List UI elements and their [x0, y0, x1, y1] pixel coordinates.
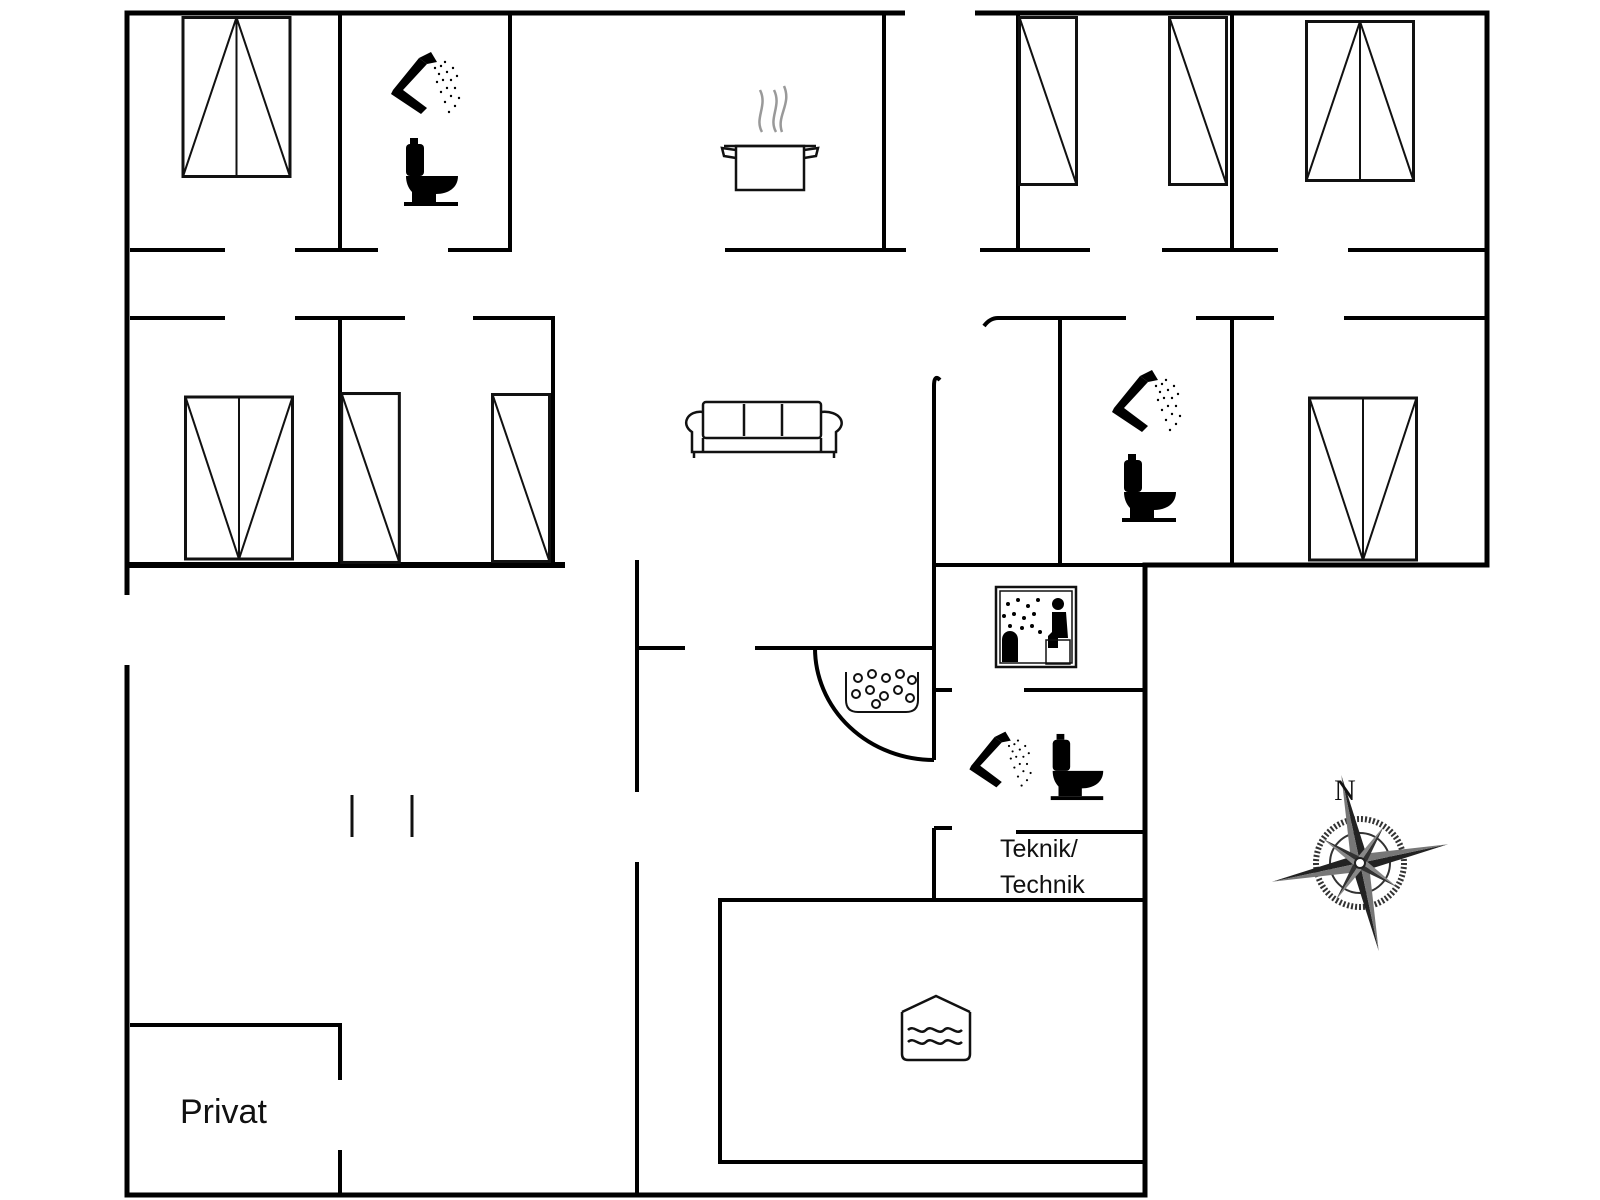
technical-room-label-2: Technik	[1000, 871, 1085, 899]
shower-icon	[1112, 370, 1182, 432]
shower-icon	[969, 731, 1032, 788]
whirlpool-icon	[845, 669, 919, 713]
exterior-walls	[124, 10, 1490, 1198]
shower-icon	[391, 52, 461, 114]
indoor-pool-icon	[900, 994, 972, 1062]
sofa-icon	[685, 400, 843, 458]
compass-north-label: N	[1334, 774, 1356, 807]
bed-icon	[1308, 396, 1418, 562]
toilet-icon	[1050, 733, 1104, 801]
sauna-icon	[994, 585, 1078, 669]
toilet-icon	[404, 138, 458, 206]
bed-icon	[1305, 19, 1415, 183]
cooking-pot-icon	[720, 85, 820, 192]
bed-icon	[181, 16, 292, 178]
toilet-icon	[1122, 454, 1176, 522]
bed-icon	[1168, 16, 1228, 186]
technical-room-label: Teknik/	[1000, 835, 1078, 863]
bed-icon	[1018, 16, 1078, 186]
compass-rose-icon	[1271, 774, 1449, 952]
private-room-label: Privat	[180, 1093, 267, 1131]
column-marks	[350, 795, 414, 837]
bed-icon	[184, 395, 294, 561]
bed-icon	[491, 392, 551, 564]
interior-walls	[130, 13, 1487, 1195]
bed-icon	[340, 392, 401, 564]
